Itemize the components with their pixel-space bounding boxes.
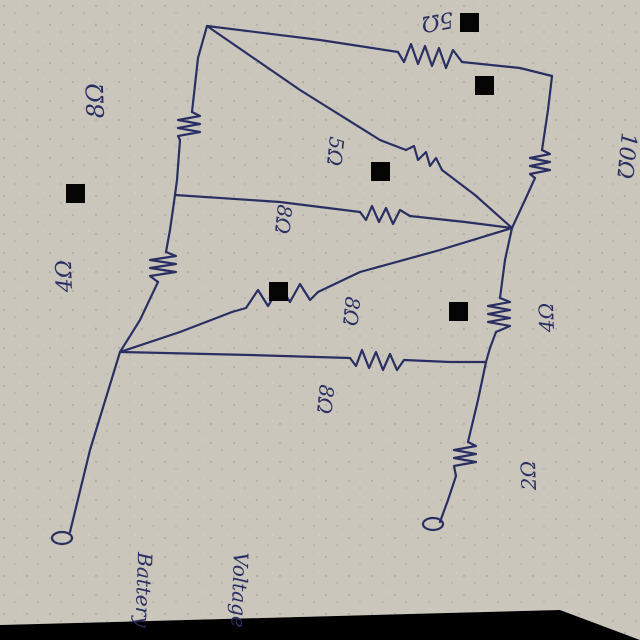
- wire-node-down-right: [498, 226, 514, 300]
- resistor-mid-lower: [348, 348, 406, 372]
- wire-4ohm-to-bottom-node: [118, 280, 160, 354]
- label-top-left: 8Ω: [81, 83, 110, 119]
- wire-mid-lower-a: [118, 350, 352, 360]
- label-left-mid: 4Ω: [52, 260, 78, 294]
- label-right-lower: 4Ω: [534, 303, 559, 334]
- label-bottom-right: 2Ω: [516, 461, 541, 492]
- label-diag-upper: 5Ω: [322, 135, 349, 167]
- redaction-square: [269, 282, 288, 301]
- wire-diagonal-upper-a: [205, 24, 408, 152]
- wire-mid-lower-b: [402, 358, 488, 364]
- redaction-squares: [66, 13, 494, 321]
- resistor-right-lower: [486, 296, 512, 334]
- redaction-square: [475, 76, 494, 95]
- resistor-left-mid: [148, 250, 178, 284]
- resistor-diag-upper: [404, 144, 444, 172]
- wire-top-to-5ohm: [205, 24, 400, 54]
- redaction-square: [449, 302, 468, 321]
- resistor-top-left: [176, 110, 202, 142]
- label-right-upper: 10Ω: [611, 131, 640, 180]
- redaction-square: [460, 13, 479, 32]
- resistor-right-upper: [528, 148, 552, 180]
- redaction-square: [66, 184, 85, 203]
- resistor-bottom-right: [452, 440, 478, 478]
- wire-mid-upper-a: [173, 193, 362, 214]
- wire-left-node-to-4ohm: [164, 193, 177, 254]
- wire-to-left-terminal: [68, 350, 122, 534]
- resistor-mid-upper: [358, 204, 412, 226]
- label-diag-lower: 8Ω: [338, 295, 365, 327]
- label-mid-upper: 8Ω: [270, 203, 297, 235]
- label-top-right: 5Ω: [419, 6, 455, 36]
- left-terminal: [50, 530, 74, 546]
- wire-10ohm-to-node: [510, 176, 537, 230]
- wire-to-right-terminal: [438, 474, 458, 524]
- resistor-top-right: [396, 42, 464, 70]
- label-battery: Battery: [130, 551, 157, 629]
- resistance-labels: 5Ω 8Ω 10Ω 5Ω 8Ω 4Ω 8Ω 4Ω 8Ω 2Ω: [52, 6, 640, 492]
- wire-mid-upper-b: [408, 214, 514, 230]
- wire-diagonal-upper-b: [440, 168, 514, 230]
- wire-8ohm-down: [173, 138, 182, 197]
- label-mid-lower: 8Ω: [312, 383, 339, 415]
- wires: [68, 24, 554, 534]
- label-voltage: Voltage: [226, 552, 253, 628]
- wire-right-down: [466, 360, 488, 444]
- wire-4ohm-right-down: [484, 330, 498, 364]
- wire-top-left-to-8ohm: [190, 24, 209, 114]
- right-terminal: [421, 516, 445, 532]
- wire-diagonal-lower-a: [316, 226, 514, 294]
- wire-diagonal-lower-b: [118, 310, 234, 354]
- resistors: [148, 42, 552, 478]
- terminal-labels: Battery Voltage: [130, 551, 253, 629]
- wire-5ohm-to-corner: [460, 60, 554, 78]
- wire-corner-down: [540, 74, 554, 152]
- redaction-square: [371, 162, 390, 181]
